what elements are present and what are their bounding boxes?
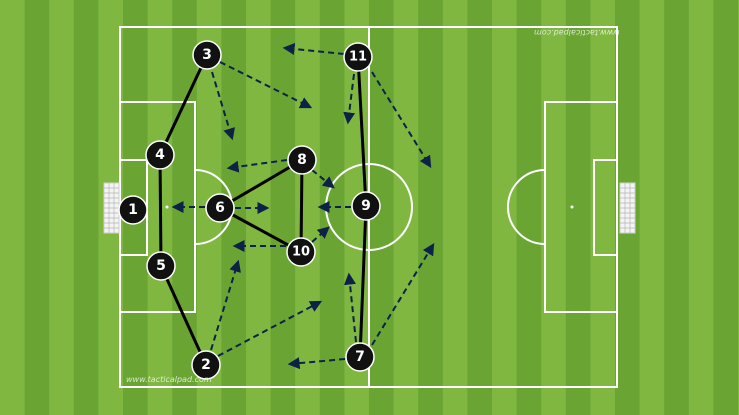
- run-arrow-7-up: [344, 272, 357, 343]
- run-arrow-11-diagonal: [371, 71, 432, 169]
- player-8: 8: [287, 145, 317, 175]
- grass-stripe: [319, 0, 345, 415]
- grass-stripe: [270, 0, 296, 415]
- player-9: 9: [351, 191, 381, 221]
- player-7: 7: [345, 342, 375, 372]
- link-4-5: [158, 153, 163, 268]
- grass-stripe: [688, 0, 714, 415]
- run-arrow-8-right: [311, 169, 335, 189]
- player-2: 2: [191, 350, 221, 380]
- player-10: 10: [286, 237, 316, 267]
- player-number: 4: [155, 147, 165, 163]
- run-arrow-3-right: [219, 61, 313, 109]
- player-number: 10: [292, 245, 310, 260]
- grass-stripe: [0, 0, 26, 415]
- player-number: 8: [297, 152, 307, 168]
- grass-stripe: [49, 0, 75, 415]
- grass-stripe: [516, 0, 542, 415]
- link-6-8: [218, 158, 304, 210]
- left-goal: [103, 182, 120, 234]
- player-number: 5: [156, 258, 166, 274]
- player-3: 3: [192, 40, 222, 70]
- player-number: 11: [349, 50, 367, 65]
- player-number: 9: [361, 198, 371, 214]
- link-9-7: [358, 204, 368, 359]
- run-arrow-11-down: [343, 73, 356, 125]
- grass-stripe: [467, 0, 493, 415]
- grass-stripe: [393, 0, 419, 415]
- grass-stripe: [713, 0, 739, 415]
- left-penalty-spot: [165, 205, 169, 209]
- player-number: 2: [201, 357, 211, 373]
- right-goal: [619, 182, 636, 234]
- run-arrow-10-up: [311, 226, 330, 243]
- grass-stripe: [24, 0, 50, 415]
- player-11: 11: [343, 42, 373, 72]
- player-5: 5: [146, 251, 176, 281]
- grass-stripe: [565, 0, 591, 415]
- player-number: 1: [128, 202, 138, 218]
- player-1: 1: [118, 195, 148, 225]
- right-penalty-spot: [570, 205, 574, 209]
- player-links: [158, 53, 368, 367]
- player-number: 6: [215, 200, 225, 216]
- grass-stripe: [639, 0, 665, 415]
- grass-stripe: [418, 0, 444, 415]
- right-penalty-arc: [507, 169, 546, 245]
- player-number: 7: [355, 349, 365, 365]
- grass-stripe: [664, 0, 690, 415]
- grass-stripe: [295, 0, 321, 415]
- run-arrow-2-up: [210, 259, 241, 351]
- watermark-bottom: www.tacticalpad.com: [126, 375, 212, 384]
- link-5-2: [159, 264, 208, 367]
- right-goal-area: [593, 159, 618, 256]
- player-number: 3: [202, 47, 212, 63]
- player-4: 4: [145, 140, 175, 170]
- grass-stripe: [442, 0, 468, 415]
- link-6-10: [218, 206, 303, 254]
- run-arrow-3-down: [211, 71, 235, 141]
- grass-stripe: [73, 0, 99, 415]
- link-11-9: [356, 55, 368, 208]
- link-8-10: [299, 158, 304, 254]
- player-6: 6: [205, 193, 235, 223]
- movement-arrows: [171, 43, 435, 370]
- link-3-4: [158, 53, 209, 157]
- grass-stripe: [492, 0, 518, 415]
- watermark-top: www.tacticalpad.com: [534, 28, 620, 37]
